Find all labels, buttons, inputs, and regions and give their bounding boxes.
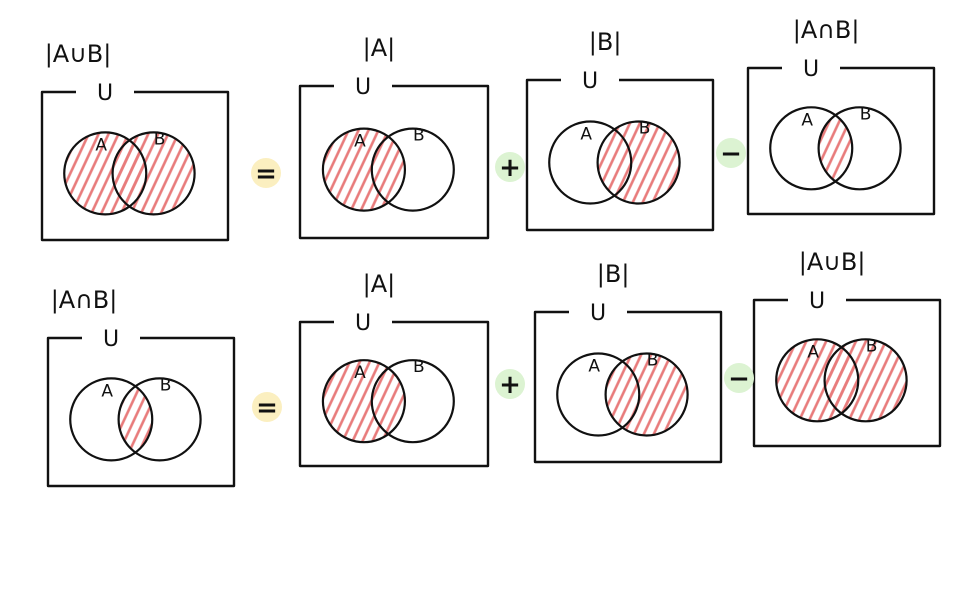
operator-minus: − [724,363,754,394]
shaded-region [824,339,907,422]
shaded-region [597,121,680,204]
set-a-label: A [354,363,366,383]
shaded-region [118,378,153,461]
shaded-region [322,360,405,443]
venn-diagram: |A∪B| U A B [40,40,230,242]
shaded-region [605,353,688,436]
set-size-label: |A| [363,270,396,298]
set-b-label: B [154,129,166,149]
set-b-circle [823,338,908,423]
operator-badge [724,363,754,393]
set-b-circle [604,352,689,437]
operator-equals: = [251,158,281,189]
set-a-circle [548,120,633,205]
operator-symbol: − [720,139,742,169]
operator-symbol: = [255,159,277,189]
set-b-circle [111,131,196,216]
operator-minus: − [716,138,746,169]
set-b-circle [370,359,455,444]
set-b-label: B [413,126,425,146]
universe-label: U [582,69,598,94]
shaded-region [112,132,195,215]
universe-label: U [803,57,819,82]
set-a-circle [769,106,854,191]
operator-badge [251,158,281,188]
operator-badge [495,369,525,399]
universe-box [40,90,230,242]
operator-badge [252,392,282,422]
formula-row-intersection-formula: |A∩B| U A B |A| U A B |B| U A B |A∪B| U A B = + − [46,248,942,488]
operator-symbol: + [499,370,521,400]
operator-badge [716,138,746,168]
set-a-label: A [801,110,813,130]
universe-label: U [590,301,606,326]
universe-box [752,298,942,448]
universe-box [298,84,490,240]
set-a-circle [556,352,641,437]
set-size-label: |B| [589,28,622,56]
universe-box [298,320,490,468]
formula-row-union-formula: |A∪B| U A B |A| U A B |B| U A B |A∩B| U A B = + − [40,16,936,242]
operator-plus: + [495,152,525,183]
universe-label: U [97,81,113,106]
set-a-circle [775,338,860,423]
venn-diagram: |A∪B| U A B [752,248,942,448]
venn-diagram: |A| U A B [298,270,490,468]
universe-label: U [103,327,119,352]
set-a-label: A [354,132,366,152]
set-size-label: |A∩B| [51,286,118,314]
shaded-region [818,107,853,190]
universe-label: U [355,311,371,336]
set-b-circle [370,127,455,212]
universe-box [46,336,236,488]
universe-box [746,66,936,216]
set-b-label: B [160,375,172,395]
set-a-label: A [588,357,600,377]
universe-label: U [355,75,371,100]
set-b-label: B [647,351,659,371]
set-b-circle [817,106,902,191]
set-size-label: |B| [597,260,630,288]
operator-symbol: + [499,153,521,183]
venn-diagram: |A∩B| U A B [46,286,236,488]
venn-diagram: |A∩B| U A B [746,16,936,216]
set-b-label: B [866,336,878,356]
set-b-label: B [639,119,651,139]
set-a-circle [63,131,148,216]
set-size-label: |A∪B| [45,40,112,68]
operator-plus: + [495,369,525,400]
set-size-label: |A| [363,34,396,62]
venn-diagram: |B| U A B [533,260,723,464]
operator-symbol: − [728,364,750,394]
venn-diagram: |B| U A B [525,28,715,232]
set-b-circle [596,120,681,205]
set-size-label: |A∪B| [799,248,866,276]
operator-equals: = [252,392,282,423]
universe-label: U [809,289,825,314]
set-b-circle [117,377,202,462]
set-a-label: A [101,381,113,401]
operator-symbol: = [256,393,278,423]
set-a-circle [321,359,407,444]
set-a-circle [321,127,407,212]
set-b-label: B [413,357,425,377]
set-a-label: A [807,342,819,362]
set-size-label: |A∩B| [793,16,860,44]
operator-badge [495,152,525,182]
set-a-label: A [95,135,107,155]
shaded-region [322,128,405,211]
universe-box [533,310,723,464]
set-b-label: B [860,104,872,124]
set-a-label: A [580,125,592,145]
universe-box [525,78,715,232]
venn-diagram: |A| U A B [298,34,490,240]
set-a-circle [69,377,154,462]
